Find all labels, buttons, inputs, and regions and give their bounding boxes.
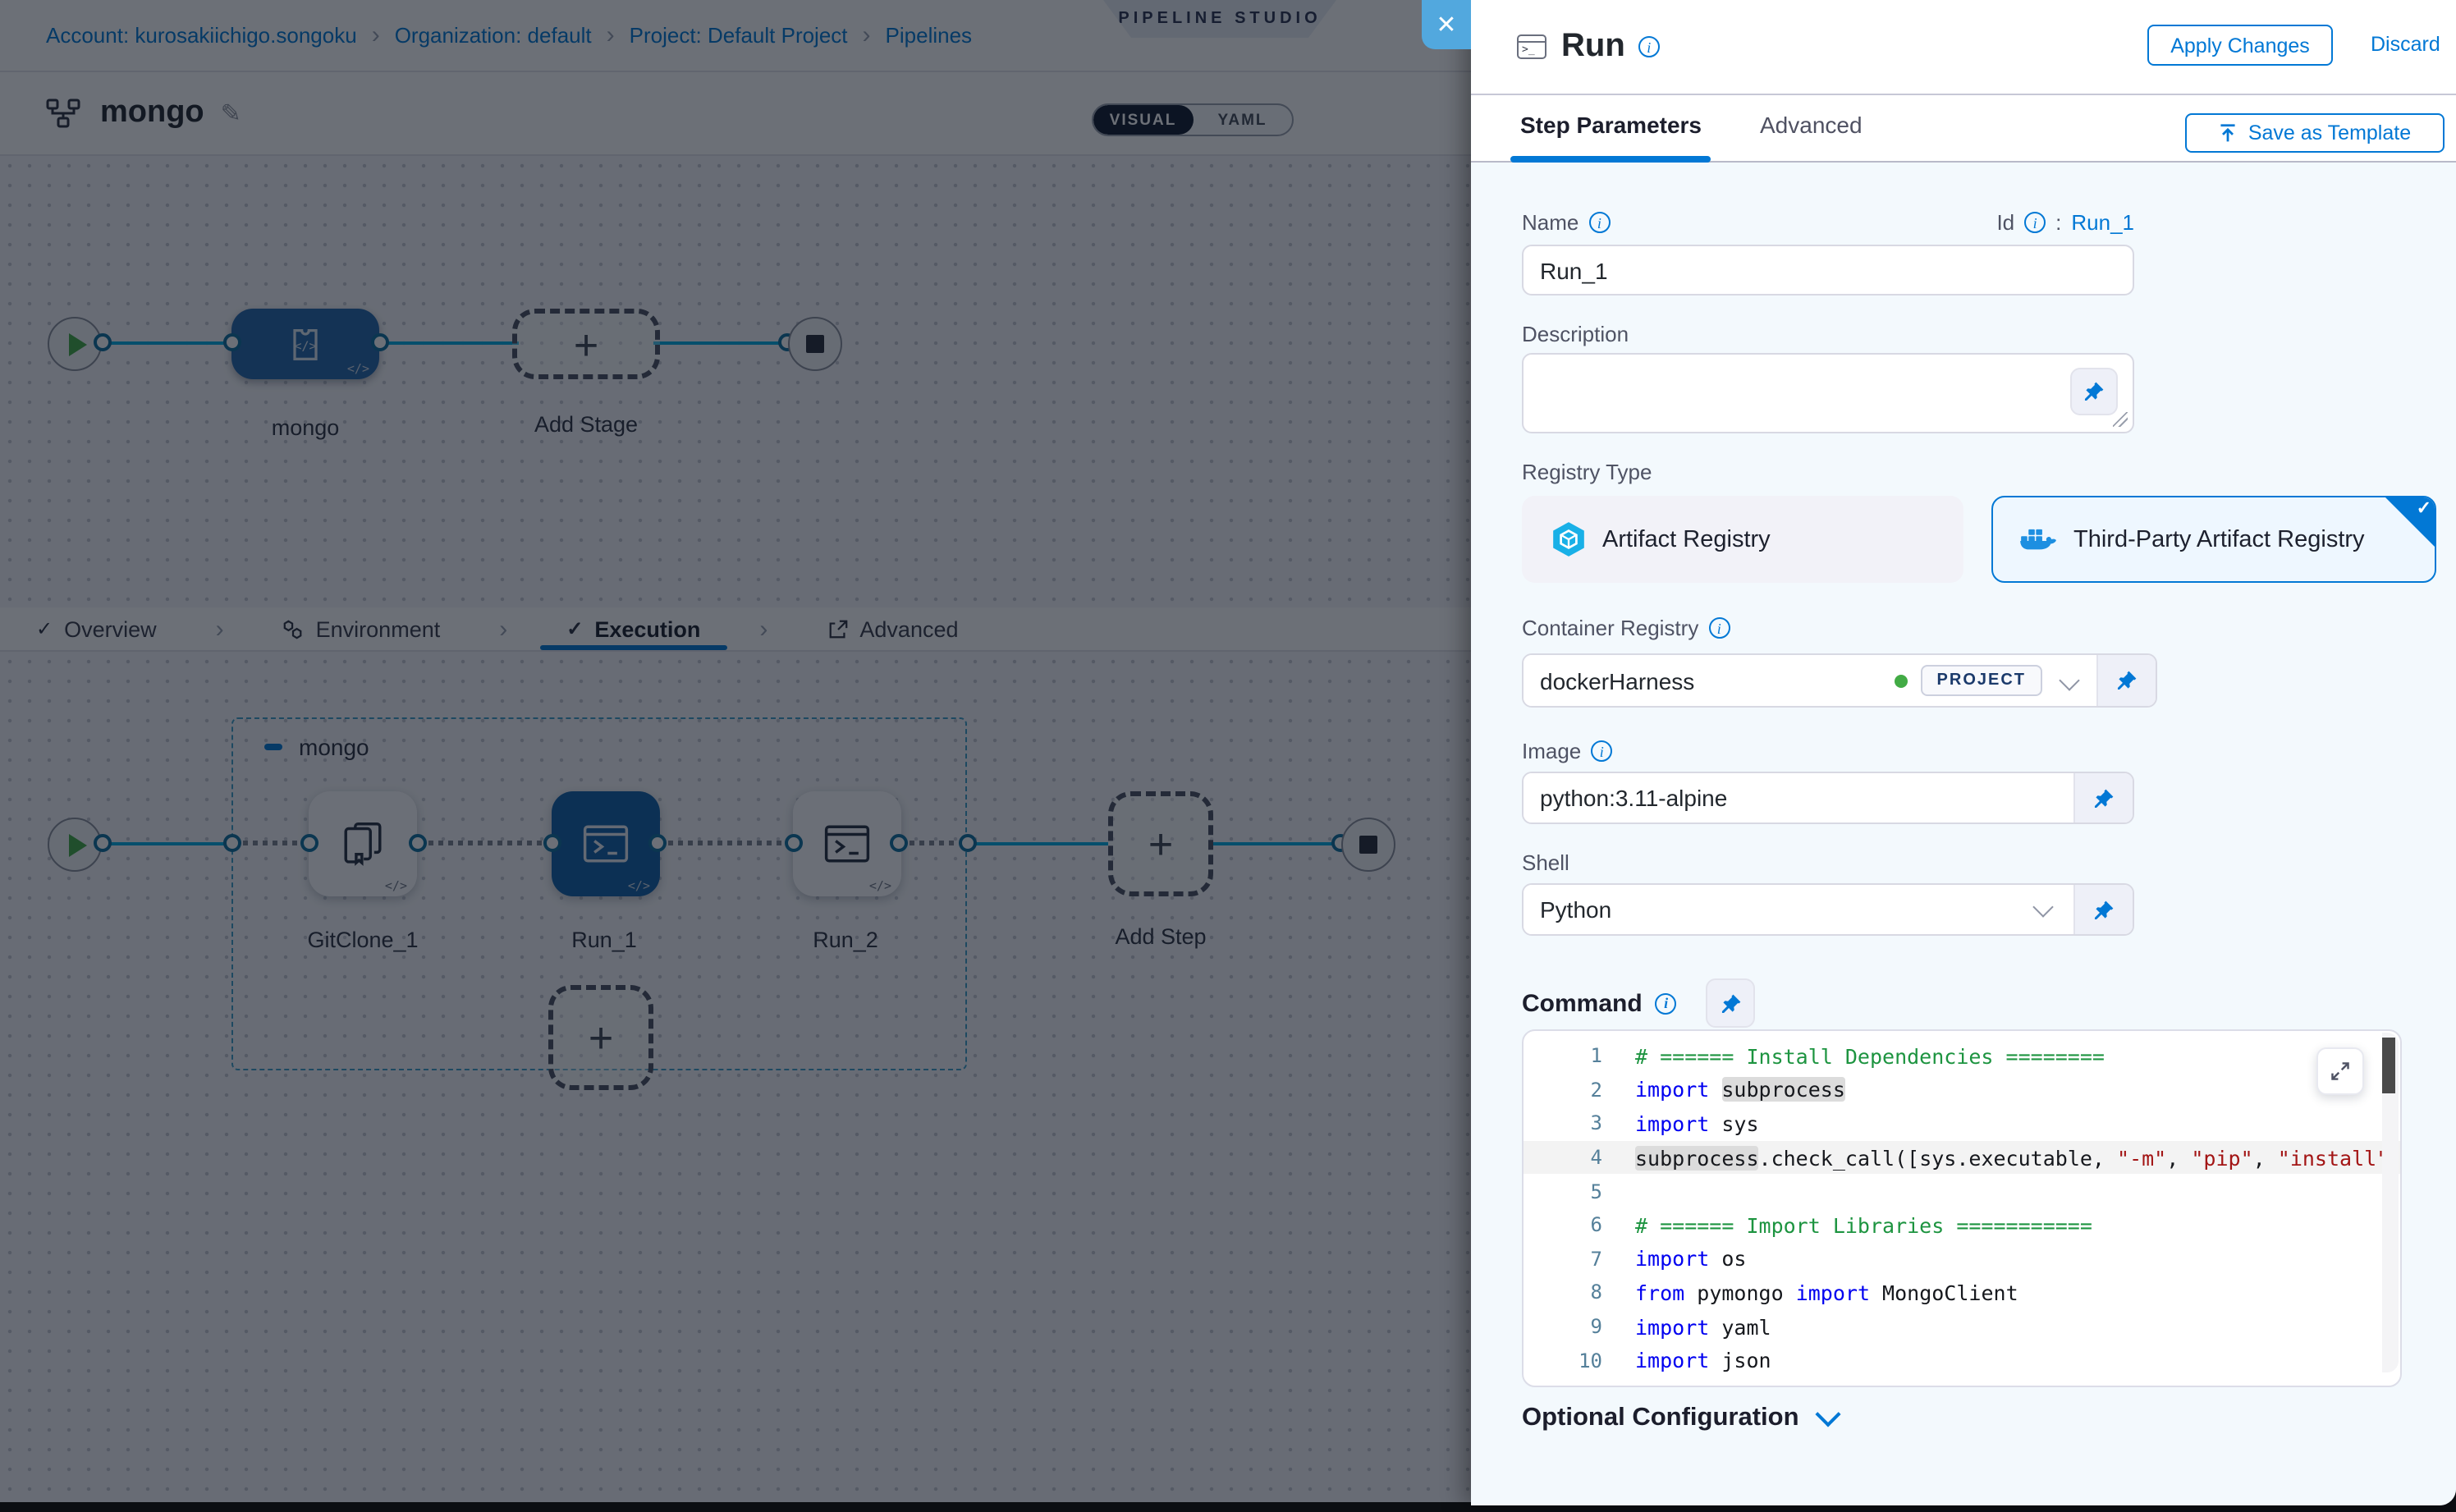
drawer-header: Run i Apply Changes Discard <box>1471 0 2456 95</box>
image-label-text: Image <box>1522 739 1582 763</box>
registry-type-label-text: Registry Type <box>1522 460 1652 484</box>
line-number: 6 <box>1590 1213 1602 1237</box>
drawer-tabs: Step Parameters Advanced Save as Templat… <box>1471 95 2456 163</box>
pin-runtime-input-button[interactable] <box>1706 978 1756 1028</box>
active-tab-underline <box>1510 156 1711 163</box>
id-value: Run_1 <box>2071 210 2134 235</box>
close-drawer-button[interactable]: ✕ <box>1422 0 1471 49</box>
command-code-editor[interactable]: 1# ====== Install Dependencies ========2… <box>1522 1029 2402 1387</box>
shell-label: Shell <box>1522 850 1569 875</box>
code-line: 1# ====== Install Dependencies ======== <box>1524 1039 2400 1073</box>
line-number: 7 <box>1590 1247 1602 1271</box>
hexagon-cube-icon <box>1551 520 1586 558</box>
pin-runtime-input-button[interactable] <box>2073 773 2133 822</box>
optional-configuration-label: Optional Configuration <box>1522 1404 1799 1432</box>
resize-handle[interactable] <box>2113 412 2128 427</box>
terminal-icon <box>1517 34 1546 59</box>
registry-option-third-party[interactable]: Third-Party Artifact Registry <box>1991 496 2436 583</box>
pin-icon <box>2084 382 2104 401</box>
pin-icon <box>2094 788 2114 808</box>
name-input[interactable]: Run_1 <box>1522 245 2134 296</box>
container-registry-label: Container Registry i <box>1522 616 1730 640</box>
registry-option-artifact-label: Artifact Registry <box>1602 526 1771 552</box>
container-registry-label-text: Container Registry <box>1522 616 1699 640</box>
info-icon[interactable]: i <box>1591 740 1613 762</box>
line-number: 9 <box>1590 1315 1602 1339</box>
expand-editor-button[interactable] <box>2316 1047 2364 1095</box>
chevron-down-icon <box>1814 1401 1841 1427</box>
docker-whale-icon <box>2019 525 2057 554</box>
modal-dim-overlay <box>0 0 1471 1502</box>
pin-icon <box>1721 993 1741 1013</box>
command-label: Command <box>1522 989 1643 1017</box>
shell-value: Python <box>1540 896 1612 923</box>
pin-runtime-input-button[interactable] <box>2096 655 2156 706</box>
registry-option-third-party-label: Third-Party Artifact Registry <box>2073 526 2365 552</box>
tab-advanced[interactable]: Advanced <box>1750 110 1872 140</box>
save-as-template-button[interactable]: Save as Template <box>2185 113 2445 153</box>
code-line: 6# ====== Import Libraries =========== <box>1524 1208 2400 1242</box>
image-label: Image i <box>1522 739 1613 763</box>
line-number: 8 <box>1590 1281 1602 1304</box>
code-line: 5 <box>1524 1175 2400 1208</box>
pin-runtime-input-button[interactable] <box>2073 885 2133 934</box>
pin-runtime-input-button[interactable] <box>2070 368 2118 415</box>
description-label: Description <box>1522 322 1629 346</box>
info-icon[interactable]: i <box>2024 212 2046 233</box>
drawer-title: Run <box>1561 28 1625 64</box>
discard-button[interactable]: Discard <box>2361 31 2450 57</box>
selected-check-corner <box>2384 497 2435 548</box>
drawer-body: Name i Id i : Run_1 Run_1 Description <box>1471 163 2456 1505</box>
line-number: 4 <box>1590 1146 1602 1170</box>
connector-status-dot <box>1894 674 1908 687</box>
pin-icon <box>2117 671 2137 690</box>
editor-scrollbar[interactable] <box>2382 1033 2399 1373</box>
id-separator: : <box>2055 210 2062 235</box>
name-label: Name <box>1522 210 1579 235</box>
chevron-down-icon <box>2032 896 2054 917</box>
image-field[interactable]: python:3.11-alpine <box>1522 772 2134 824</box>
apply-changes-button[interactable]: Apply Changes <box>2147 25 2333 66</box>
shell-label-text: Shell <box>1522 850 1569 875</box>
step-config-drawer: Run i Apply Changes Discard Step Paramet… <box>1471 0 2456 1505</box>
line-number: 1 <box>1590 1044 1602 1068</box>
name-input-value: Run_1 <box>1540 257 1608 283</box>
optional-configuration-toggle[interactable]: Optional Configuration <box>1522 1401 1841 1433</box>
line-number: 3 <box>1590 1111 1602 1135</box>
description-label-text: Description <box>1522 322 1629 346</box>
id-row: Id i : Run_1 <box>1947 210 2134 235</box>
id-label: Id <box>1996 210 2015 235</box>
shell-select[interactable]: Python <box>1522 883 2134 936</box>
expand-icon <box>2331 1062 2349 1080</box>
line-number: 2 <box>1590 1078 1602 1102</box>
image-value: python:3.11-alpine <box>1540 785 1728 811</box>
registry-type-label: Registry Type <box>1522 460 1652 484</box>
command-label-row: Command i <box>1522 978 1756 1028</box>
name-label-row: Name i <box>1522 210 1611 235</box>
info-icon[interactable]: i <box>1638 36 1660 57</box>
description-textarea[interactable] <box>1522 353 2134 433</box>
pin-icon <box>2094 900 2114 919</box>
info-icon[interactable]: i <box>1588 212 1611 233</box>
scope-badge: PROJECT <box>1920 665 2042 696</box>
info-icon[interactable]: i <box>1708 617 1730 639</box>
tab-step-parameters[interactable]: Step Parameters <box>1510 110 1711 140</box>
line-number: 5 <box>1590 1180 1602 1203</box>
upload-icon <box>2221 123 2236 141</box>
registry-option-artifact[interactable]: Artifact Registry <box>1522 496 1963 583</box>
chevron-down-icon[interactable] <box>2059 670 2080 691</box>
save-as-template-label: Save as Template <box>2248 121 2412 144</box>
line-number: 10 <box>1579 1349 1602 1372</box>
info-icon[interactable]: i <box>1655 992 1677 1014</box>
container-registry-field[interactable]: dockerHarness PROJECT <box>1522 653 2157 708</box>
container-registry-value: dockerHarness <box>1540 667 1695 694</box>
